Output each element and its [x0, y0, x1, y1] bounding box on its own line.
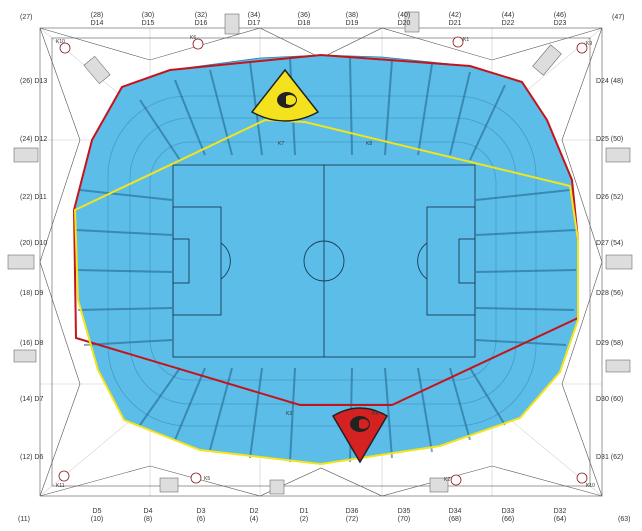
marker-label: K11: [56, 483, 65, 489]
left-label: (14) D7: [20, 396, 44, 403]
marker-label: K3: [286, 411, 293, 417]
top-label: (38)D19: [345, 12, 359, 27]
marker-label: K10: [56, 39, 65, 45]
top-label: (30)D15: [141, 12, 155, 27]
bottom-label: D36(72): [345, 508, 359, 523]
bottom-label: D4(8): [143, 508, 153, 523]
top-label: (32)D16: [194, 12, 208, 27]
corner-top-left: (27): [20, 14, 33, 21]
top-label: (46)D23: [553, 12, 567, 27]
left-label: (22) D11: [20, 194, 47, 201]
top-label: (34)D17: [247, 12, 261, 27]
left-label: (26) D13: [20, 78, 48, 85]
corner-bottom-right: (63): [618, 516, 631, 523]
yellow-view-boundary: [73, 118, 579, 466]
right-label: D27 (54): [596, 240, 624, 247]
right-label: D28 (56): [596, 290, 624, 297]
camera-bottom: [331, 407, 389, 464]
right-label: D24 (48): [596, 78, 624, 85]
bottom-label: D35(70): [397, 508, 411, 523]
right-label: D26 (52): [596, 194, 624, 201]
camera-top: [250, 68, 320, 122]
marker-circles: [58, 36, 588, 486]
marker-label: K5: [204, 476, 211, 482]
stand-rings: [107, 95, 537, 427]
bottom-label: D34(68): [448, 508, 462, 523]
bottom-label: D33(66): [501, 508, 515, 523]
bottom-label: D2(4): [249, 508, 259, 523]
marker-label: K9: [586, 41, 593, 47]
stairs-blocks: [7, 11, 633, 495]
marker-label: K10: [586, 483, 595, 489]
marker-label: K2: [444, 477, 451, 483]
marker-label: K1: [463, 37, 470, 43]
top-label: (36)D18: [297, 12, 311, 27]
marker-label: K7: [278, 141, 285, 147]
right-label: D29 (58): [596, 340, 624, 347]
corner-top-right: (47): [612, 14, 625, 21]
marker-label: K4: [372, 411, 379, 417]
left-label: (16) D8: [20, 340, 44, 347]
bottom-label: D5(10): [90, 508, 104, 523]
marker-label: K8: [366, 141, 373, 147]
top-label: (44)D22: [501, 12, 515, 27]
left-label: (12) D6: [20, 454, 44, 461]
right-label: D31 (62): [596, 454, 624, 461]
top-label: (28)D14: [90, 12, 104, 27]
right-label: D25 (50): [596, 136, 624, 143]
right-label: D30 (60): [596, 396, 624, 403]
marker-label: K6: [190, 35, 197, 41]
top-label: (40)D20: [397, 12, 411, 27]
pitch: [172, 164, 476, 358]
left-label: (18) D9: [20, 290, 44, 297]
bottom-label: D3(6): [196, 508, 206, 523]
bottom-label: D32(64): [553, 508, 567, 523]
left-label: (24) D12: [20, 136, 48, 143]
left-label: (20) D10: [20, 240, 48, 247]
top-label: (42)D21: [448, 12, 462, 27]
bottom-label: D1(2): [299, 508, 309, 523]
corner-bottom-left: (11): [18, 516, 30, 523]
